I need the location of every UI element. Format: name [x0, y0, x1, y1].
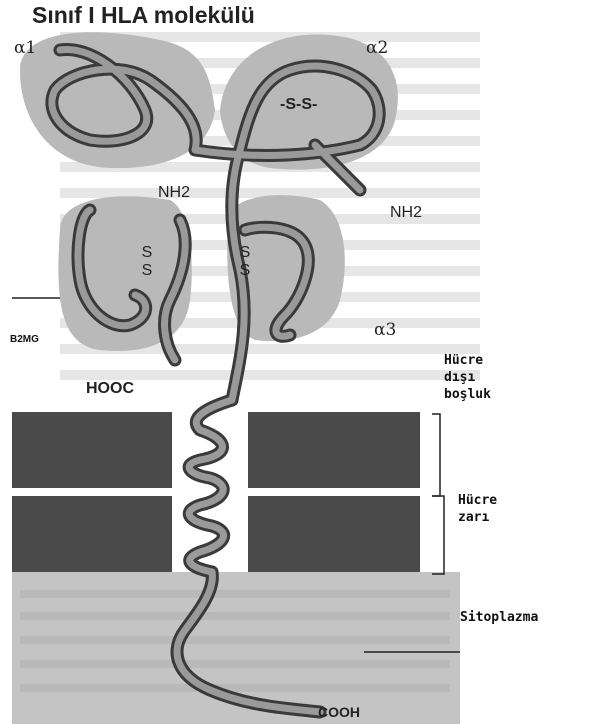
disulfide-bond-label-top: -S-S-	[280, 96, 317, 114]
extracellular-bracket	[432, 414, 440, 496]
nh2-label-right: NH2	[390, 204, 422, 222]
membrane-label-line2: zarı	[458, 509, 497, 526]
cooh-label: COOH	[318, 704, 360, 720]
b2mg-label: B2MG	[10, 334, 39, 345]
membrane-inner-left	[12, 496, 172, 572]
alpha3-label: α3	[374, 320, 396, 340]
membrane-outer-right	[248, 412, 420, 488]
alpha2-label: α2	[366, 38, 388, 58]
membrane-inner-right	[248, 496, 420, 572]
disulfide-bond-label-right: S S	[238, 244, 252, 280]
hooc-label: HOOC	[86, 380, 134, 398]
membrane-label: Hücre zarı	[458, 492, 497, 526]
cytoplasm-label: Sitoplazma	[460, 610, 538, 625]
nh2-label-left: NH2	[158, 184, 190, 202]
extracellular-label: Hücre dışı boşluk	[444, 352, 491, 403]
membrane-outer-left	[12, 412, 172, 488]
diagram-title: Sınıf I HLA molekülü	[32, 2, 255, 29]
extracellular-label-line3: boşluk	[444, 386, 491, 403]
membrane-label-line1: Hücre	[458, 492, 497, 509]
extracellular-label-line2: dışı	[444, 369, 491, 386]
extracellular-label-line1: Hücre	[444, 352, 491, 369]
disulfide-bond-label-left: S S	[140, 244, 154, 280]
membrane-bracket	[432, 496, 444, 574]
alpha1-label: α1	[14, 38, 36, 58]
